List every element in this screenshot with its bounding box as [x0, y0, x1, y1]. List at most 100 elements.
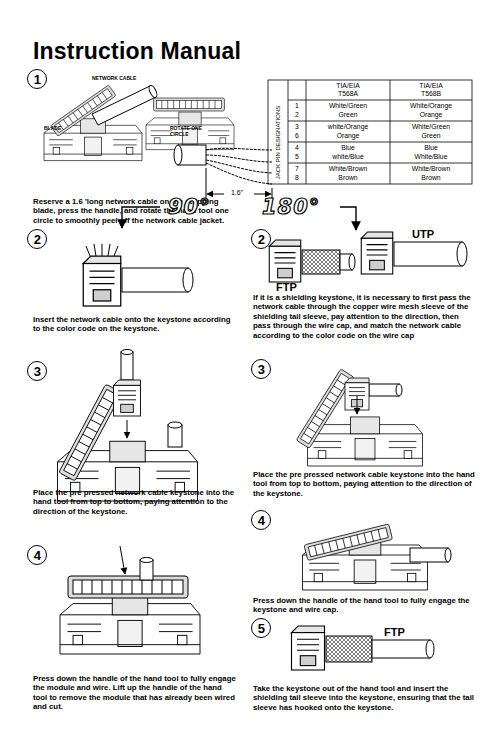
step-text: Press down the handle of the hand tool t…: [33, 674, 238, 712]
step3-left-drawing: [58, 350, 198, 502]
step3-right-drawing-part: [396, 384, 402, 396]
step2-left-drawing-part: [86, 244, 118, 256]
table-cell: Green: [390, 132, 472, 140]
step1-drawing-part: [154, 98, 225, 111]
step4-left-drawing: [60, 546, 200, 654]
table-cell: Green: [306, 111, 390, 119]
step2-left-drawing-part: [183, 268, 193, 292]
step1-drawing-part: [44, 119, 142, 161]
step3-left-drawing-part: [121, 350, 133, 355]
step4-left-drawing-part: [140, 558, 153, 563]
step-text: Place the pre pressed network cable keys…: [253, 470, 475, 498]
step2-left-drawing-part: [122, 268, 188, 292]
type-label: UTP: [412, 228, 452, 240]
angle-label: 180°: [262, 195, 352, 219]
step4-right-drawing: [303, 524, 452, 590]
step3-right-drawing-part: [357, 396, 358, 414]
step1-drawing-part: [206, 163, 272, 184]
pin-number: 6: [288, 132, 306, 140]
callout-text: 3: [34, 365, 41, 378]
table-cell: White/Green: [306, 102, 390, 110]
callout-text: 2: [34, 233, 41, 246]
step3-left-drawing-part: [114, 380, 141, 416]
callout-text: 4: [258, 514, 265, 527]
table-cell: Blue: [390, 144, 472, 152]
step3-left-drawing-part: [127, 420, 128, 438]
step5-drawing-part: [292, 626, 325, 670]
step5-drawing: [292, 626, 435, 670]
step2-right-drawing-part: [269, 240, 301, 282]
pin-table-grid-part: [288, 100, 472, 101]
pin-table-grid-part: [288, 142, 472, 143]
pin-number: 2: [288, 111, 306, 119]
table-cell: White/Orange: [390, 102, 472, 110]
step1-drawing-part: [207, 194, 224, 195]
table-header: TIA/EIA T568A: [328, 82, 368, 98]
step-text: If it is a shielding keystone, it is nec…: [253, 293, 475, 340]
callout-text: 1: [34, 73, 41, 86]
pin-table-grid-part: [306, 80, 307, 184]
table-header: TIA/EIA T568B: [411, 82, 451, 98]
pin-number: 8: [288, 174, 306, 182]
callout-number: 3: [27, 361, 47, 381]
step-text: Press down the handle of the hand tool t…: [253, 596, 475, 615]
pin-table-grid-part: [288, 163, 472, 164]
part-label: NETWORK CABLE: [92, 76, 142, 82]
step3-left-drawing-part: [59, 384, 122, 481]
callout-number: 3: [251, 359, 271, 379]
callout-number: 2: [27, 229, 47, 249]
table-cell: White/Green: [390, 123, 472, 131]
pin-number: 4: [288, 144, 306, 152]
callout-number: 4: [251, 510, 271, 530]
callout-text: 5: [258, 622, 265, 635]
step2-right-drawing: [269, 232, 467, 282]
step1-drawing-part: [206, 148, 272, 150]
table-cell: Orange: [306, 132, 390, 140]
table-cell: White/Blue: [390, 153, 472, 161]
table-heading: JACK PIN DESIGNATIONS: [275, 98, 282, 188]
step2-left-drawing: [83, 244, 193, 306]
part-label: ROTATE ONE CIRCLE: [170, 126, 206, 137]
callout-text: 4: [34, 549, 41, 562]
step3-right-drawing: [296, 369, 422, 466]
table-cell: White/Brown: [390, 165, 472, 173]
callout-number: 4: [27, 545, 47, 565]
step3-left-drawing-part: [121, 352, 133, 380]
table-cell: Orange: [390, 111, 472, 119]
table-cell: white/Blue: [306, 153, 390, 161]
step4-left-drawing-part: [120, 546, 125, 574]
step1-drawing-part: [147, 84, 158, 98]
callout-text: 3: [258, 363, 265, 376]
callout-number: 1: [27, 69, 47, 89]
step2-right-drawing-part: [361, 232, 393, 274]
pin-table-grid-part: [268, 80, 472, 184]
step5-drawing-part: [326, 636, 372, 662]
step3-right-drawing-part: [308, 417, 423, 466]
step1-drawing-part: [174, 145, 182, 165]
table-cell: White/Brown: [306, 165, 390, 173]
step5-drawing-part: [426, 640, 434, 658]
step1-drawing-part: [206, 160, 272, 173]
step1-drawing-part: [206, 155, 272, 162]
pin-table-grid-part: [390, 80, 391, 184]
table-cell: Brown: [390, 174, 472, 182]
pin-number: 3: [288, 123, 306, 131]
page-title: Instruction Manual: [33, 38, 293, 65]
step-text: Place the pre pressed network cable keys…: [33, 488, 238, 516]
table-cell: Blue: [306, 144, 390, 152]
callout-number: 5: [251, 618, 271, 638]
pin-number: 7: [288, 165, 306, 173]
step2-right-drawing-part: [394, 242, 462, 266]
step4-right-drawing-part: [445, 548, 451, 562]
pin-number: 1: [288, 102, 306, 110]
callout-text: 2: [258, 233, 265, 246]
table-cell: Brown: [306, 174, 390, 182]
pin-table-grid-part: [288, 121, 472, 122]
pin-table-grid-part: [288, 80, 289, 184]
pin-table-grid: [268, 80, 472, 184]
step3-left-drawing-part: [168, 422, 182, 428]
step2-right-drawing-part: [349, 254, 355, 270]
step-text: Insert the network cable onto the keysto…: [33, 315, 238, 334]
